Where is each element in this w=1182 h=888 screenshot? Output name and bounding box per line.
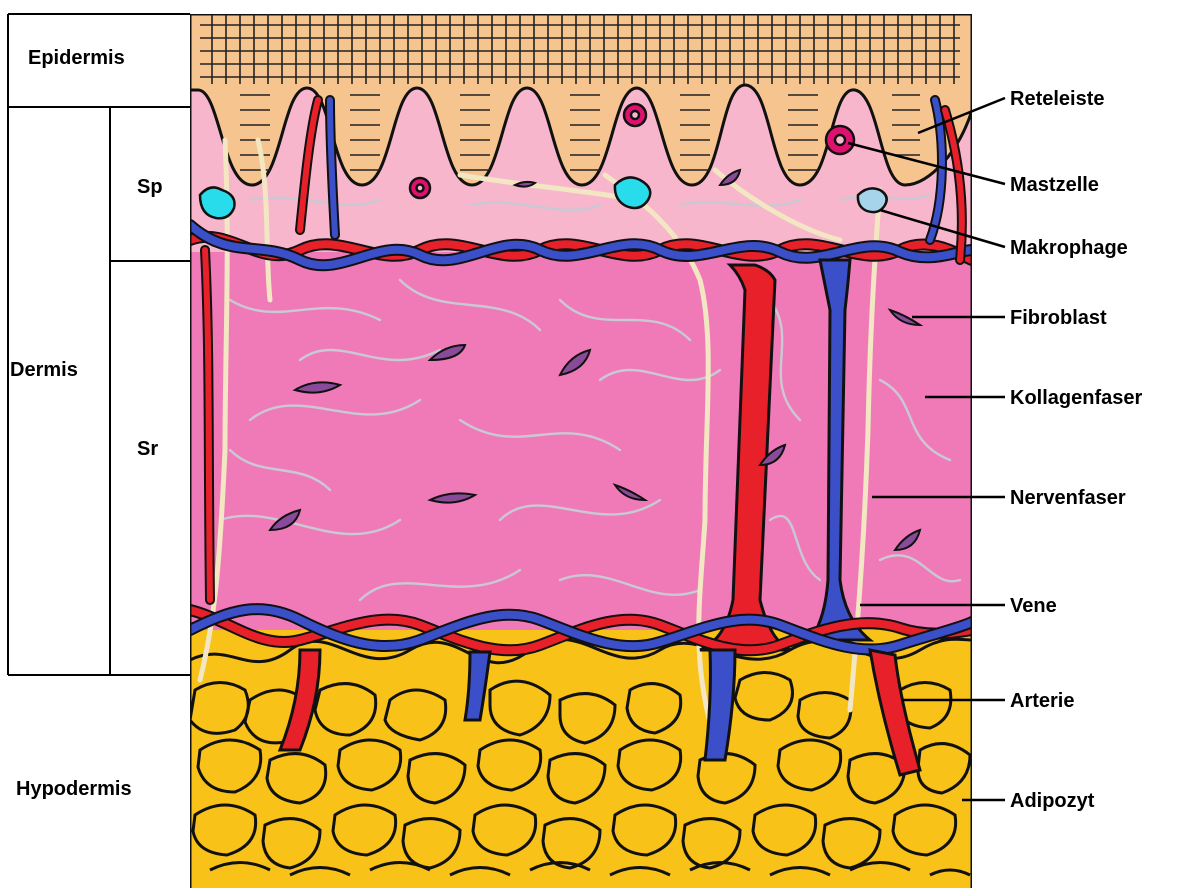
label-epidermis: Epidermis	[28, 47, 125, 69]
label-hypodermis: Hypodermis	[16, 778, 132, 800]
label-dermis: Dermis	[10, 359, 78, 381]
label-vene: Vene	[1010, 595, 1057, 617]
label-kollagenfaser: Kollagenfaser	[1010, 387, 1142, 409]
label-makrophage: Makrophage	[1010, 237, 1128, 259]
layer-table	[8, 14, 190, 675]
skin-section	[190, 11, 972, 888]
label-arterie: Arterie	[1010, 690, 1074, 712]
label-sp: Sp	[137, 176, 163, 198]
label-fibroblast: Fibroblast	[1010, 307, 1107, 329]
label-sr: Sr	[137, 438, 158, 460]
label-mastzelle: Mastzelle	[1010, 174, 1099, 196]
layer-labels: Epidermis Dermis Sp Sr Hypodermis	[10, 47, 163, 800]
label-reteleiste: Reteleiste	[1010, 88, 1105, 110]
left-vessels	[205, 250, 210, 600]
label-nervenfaser: Nervenfaser	[1010, 487, 1126, 509]
label-adipozyt: Adipozyt	[1010, 790, 1095, 812]
structure-labels: Reteleiste Mastzelle Makrophage Fibrobla…	[1010, 88, 1142, 812]
